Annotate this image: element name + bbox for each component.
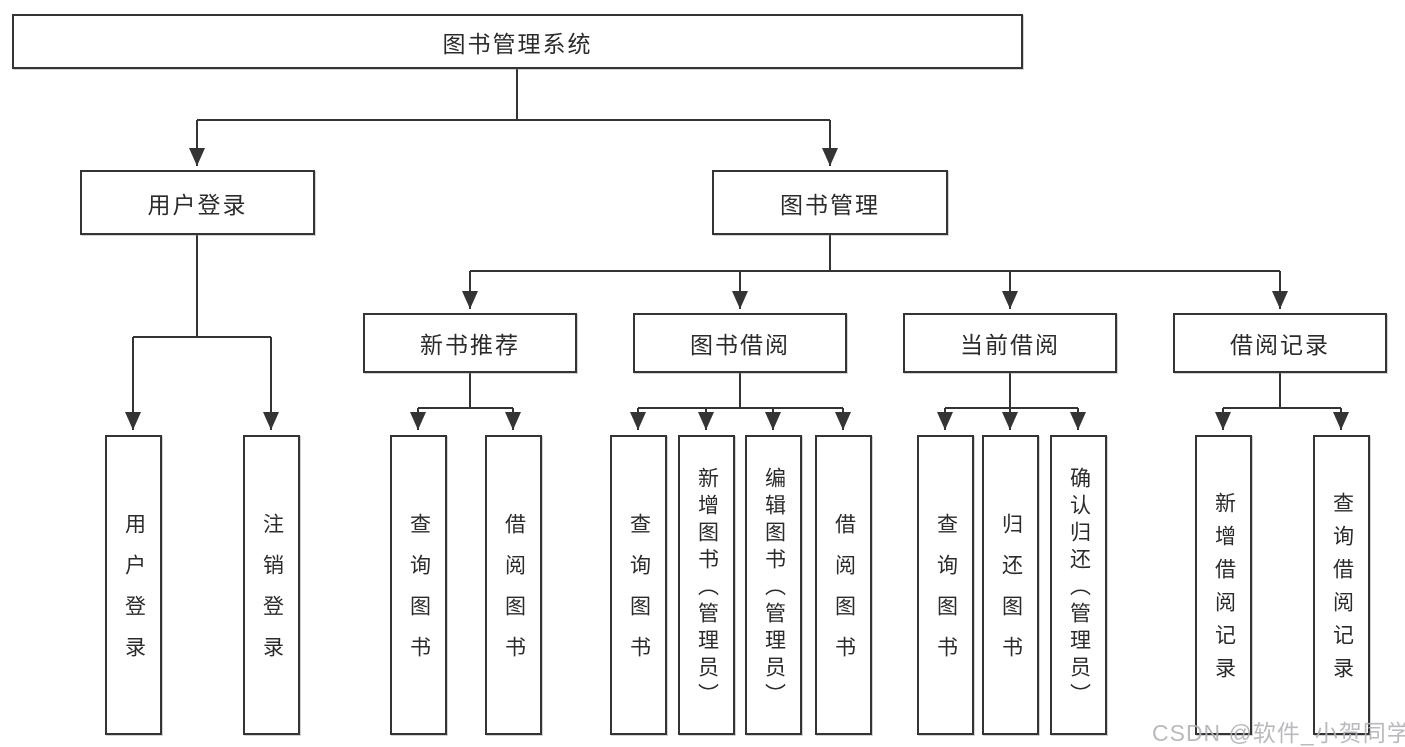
node-label: 新增借阅记录 xyxy=(1212,492,1236,690)
node-label: 当前借阅 xyxy=(960,332,1060,358)
node-label: 用户登录 xyxy=(147,191,248,218)
node-label: 图书管理 xyxy=(780,191,880,218)
node-label: 归还图书 xyxy=(999,513,1023,677)
node-label: 查询图书 xyxy=(627,513,651,677)
leaf-user-login: 用户登录 xyxy=(105,435,162,735)
node-label: 用户登录 xyxy=(122,513,146,677)
node-new-book-recommend: 新书推荐 xyxy=(363,313,577,373)
leaf-borrow-books-recommend: 借阅图书 xyxy=(485,435,542,735)
node-label: 新书推荐 xyxy=(420,332,520,358)
node-label: 注销登录 xyxy=(260,513,284,677)
leaf-add-book-admin: 新增图书（管理员） xyxy=(678,435,735,735)
connector-root-to-level2 xyxy=(189,69,838,166)
connector-current-borrow-children xyxy=(937,373,1086,430)
connector-new-book-rec-children xyxy=(410,373,521,430)
node-current-borrowing: 当前借阅 xyxy=(903,313,1117,373)
connector-book-mgmt-children xyxy=(462,235,1288,309)
node-user-login-module: 用户登录 xyxy=(80,170,315,235)
leaf-query-books-borrowing: 查询图书 xyxy=(610,435,667,735)
leaf-query-borrow-record: 查询借阅记录 xyxy=(1313,435,1370,735)
node-label: 新增图书（管理员） xyxy=(695,466,719,710)
csdn-watermark: CSDN @软件_小贺同学 xyxy=(1152,720,1405,746)
leaf-borrow-books: 借阅图书 xyxy=(815,435,872,735)
node-label: 编辑图书（管理员） xyxy=(762,466,786,710)
leaf-return-books: 归还图书 xyxy=(982,435,1039,735)
connector-borrow-record-children xyxy=(1215,373,1349,430)
node-label: 借阅图书 xyxy=(502,513,526,677)
node-label: 查询借阅记录 xyxy=(1330,492,1354,690)
leaf-add-borrow-record: 新增借阅记录 xyxy=(1195,435,1252,735)
connector-book-borrow-children xyxy=(630,373,851,430)
leaf-logout: 注销登录 xyxy=(243,435,300,735)
node-borrowing-records: 借阅记录 xyxy=(1173,313,1387,373)
leaf-query-books-recommend: 查询图书 xyxy=(390,435,447,735)
node-label: 图书借阅 xyxy=(690,332,790,358)
node-book-borrowing: 图书借阅 xyxy=(633,313,847,373)
node-label: 查询图书 xyxy=(407,513,431,677)
node-label: 确认归还（管理员） xyxy=(1067,466,1091,710)
leaf-confirm-return-admin: 确认归还（管理员） xyxy=(1050,435,1107,735)
node-label: 查询图书 xyxy=(934,513,958,677)
node-system-root: 图书管理系统 xyxy=(12,14,1023,69)
leaf-edit-book-admin: 编辑图书（管理员） xyxy=(745,435,802,735)
connector-user-login-children xyxy=(125,235,279,430)
node-label: 借阅记录 xyxy=(1230,332,1330,358)
node-label: 借阅图书 xyxy=(832,513,856,677)
node-book-management-module: 图书管理 xyxy=(712,170,948,235)
leaf-query-books-current: 查询图书 xyxy=(917,435,974,735)
node-label: 图书管理系统 xyxy=(442,30,593,57)
